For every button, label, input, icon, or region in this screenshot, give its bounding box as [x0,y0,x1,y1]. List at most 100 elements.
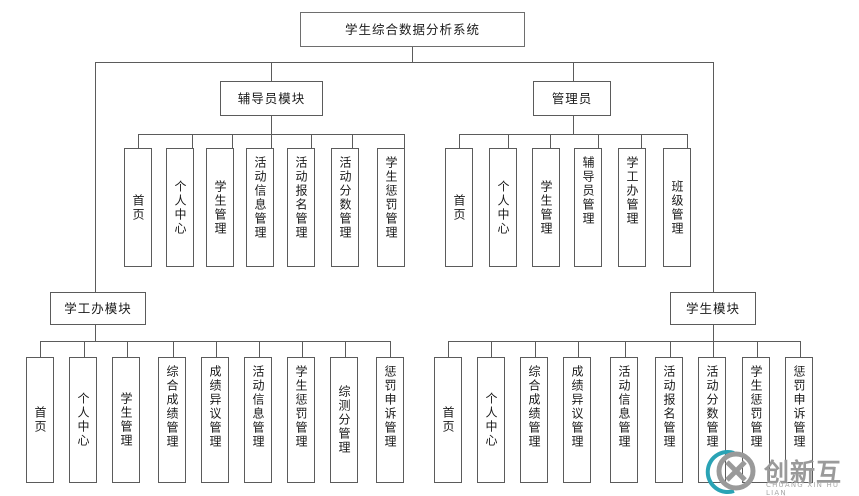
connector-counselor-child-2 [232,134,233,148]
leaf-affairs-0[interactable]: 首页 [26,357,54,483]
leaf-student-0[interactable]: 首页 [434,357,462,483]
leaf-counselor-6-label: 学生惩罚管理 [384,156,398,240]
node-root[interactable]: 学生综合数据分析系统 [300,12,525,47]
leaf-counselor-5[interactable]: 活动分数管理 [331,148,359,267]
connector-affairs-child-3 [173,341,174,357]
leaf-affairs-1-label: 个人中心 [76,392,90,448]
connector-student-child-5 [670,341,671,357]
leaf-admin-0[interactable]: 首页 [445,148,473,267]
connector-counselor-down [271,116,272,134]
leaf-student-6[interactable]: 活动分数管理 [698,357,726,483]
leaf-affairs-8[interactable]: 惩罚申诉管理 [376,357,404,483]
leaf-student-7[interactable]: 学生惩罚管理 [742,357,770,483]
leaf-admin-4[interactable]: 学工办管理 [618,148,646,267]
leaf-affairs-7[interactable]: 综测分管理 [330,357,358,483]
connector-admin-bus [459,134,687,135]
leaf-student-4-label: 活动信息管理 [617,365,631,449]
connector-admin-child-4 [641,134,642,148]
leaf-affairs-2-label: 学生管理 [119,392,133,448]
leaf-admin-3-label: 辅导员管理 [581,156,595,226]
leaf-counselor-0[interactable]: 首页 [124,148,152,267]
leaf-student-8-label: 惩罚申诉管理 [792,365,806,449]
leaf-affairs-0-label: 首页 [33,406,47,434]
leaf-affairs-1[interactable]: 个人中心 [69,357,97,483]
connector-affairs-child-6 [302,341,303,357]
leaf-admin-3[interactable]: 辅导员管理 [574,148,602,267]
leaf-affairs-4[interactable]: 成绩异议管理 [201,357,229,483]
leaf-student-2-label: 综合成绩管理 [527,365,541,449]
connector-top-bus [95,62,714,63]
node-module-counselor-label: 辅导员模块 [237,90,306,106]
leaf-counselor-4[interactable]: 活动报名管理 [287,148,315,267]
node-module-counselor[interactable]: 辅导员模块 [220,81,323,116]
node-module-admin-label: 管理员 [551,90,593,106]
connector-affairs-child-5 [259,341,260,357]
leaf-student-2[interactable]: 综合成绩管理 [520,357,548,483]
node-module-affairs-office[interactable]: 学工办模块 [50,292,146,325]
connector-bus-to-counselor [271,62,272,81]
leaf-admin-1[interactable]: 个人中心 [489,148,517,267]
connector-admin-child-2 [550,134,551,148]
connector-affairs-child-0 [40,341,41,357]
leaf-counselor-0-label: 首页 [131,193,145,222]
leaf-affairs-5[interactable]: 活动信息管理 [244,357,272,483]
watermark-pinyin-text: CHUANG XIN HU LIAN [766,481,840,496]
leaf-student-4[interactable]: 活动信息管理 [610,357,638,483]
leaf-admin-2-label: 学生管理 [539,179,553,236]
leaf-affairs-3-label: 综合成绩管理 [165,365,179,449]
leaf-affairs-4-label: 成绩异议管理 [208,365,222,449]
leaf-student-8[interactable]: 惩罚申诉管理 [785,357,813,483]
connector-counselor-child-3 [271,134,272,148]
leaf-affairs-6-label: 学生惩罚管理 [294,365,308,449]
connector-affairs-bus [40,341,390,342]
connector-affairs-down [95,325,96,341]
leaf-affairs-2[interactable]: 学生管理 [112,357,140,483]
connector-student-child-3 [578,341,579,357]
leaf-counselor-6[interactable]: 学生惩罚管理 [377,148,405,267]
connector-affairs-child-7 [345,341,346,357]
leaf-counselor-3-label: 活动信息管理 [253,156,267,240]
leaf-admin-5[interactable]: 班级管理 [663,148,691,267]
leaf-student-0-label: 首页 [441,406,455,434]
connector-counselor-child-0 [138,134,139,148]
node-module-student[interactable]: 学生模块 [670,292,756,325]
connector-affairs-child-8 [390,341,391,357]
connector-counselor-child-5 [352,134,353,148]
connector-admin-child-0 [459,134,460,148]
connector-student-child-2 [535,341,536,357]
connector-student-bus [448,341,800,342]
node-module-admin[interactable]: 管理员 [533,81,611,116]
connector-student-child-8 [800,341,801,357]
connector-admin-down [573,116,574,134]
leaf-counselor-2-label: 学生管理 [213,179,227,236]
leaf-counselor-4-label: 活动报名管理 [294,156,308,240]
leaf-student-5[interactable]: 活动报名管理 [655,357,683,483]
leaf-admin-1-label: 个人中心 [496,179,510,236]
connector-affairs-child-4 [216,341,217,357]
node-root-label: 学生综合数据分析系统 [344,21,480,37]
leaf-affairs-6[interactable]: 学生惩罚管理 [287,357,315,483]
leaf-counselor-2[interactable]: 学生管理 [206,148,234,267]
connector-student-child-1 [491,341,492,357]
connector-student-down [713,325,714,341]
connector-admin-child-1 [508,134,509,148]
leaf-admin-2[interactable]: 学生管理 [532,148,560,267]
connector-student-child-6 [713,341,714,357]
leaf-affairs-7-label: 综测分管理 [337,385,351,455]
connector-counselor-child-1 [192,134,193,148]
leaf-affairs-8-label: 惩罚申诉管理 [383,365,397,449]
leaf-counselor-1[interactable]: 个人中心 [166,148,194,267]
connector-admin-child-5 [687,134,688,148]
leaf-counselor-3[interactable]: 活动信息管理 [246,148,274,267]
node-module-student-label: 学生模块 [685,300,740,316]
leaf-student-1[interactable]: 个人中心 [477,357,505,483]
leaf-student-1-label: 个人中心 [484,392,498,448]
connector-bus-to-student [713,62,714,292]
leaf-affairs-5-label: 活动信息管理 [251,365,265,449]
leaf-affairs-3[interactable]: 综合成绩管理 [158,357,186,483]
leaf-student-7-label: 学生惩罚管理 [749,365,763,449]
leaf-counselor-5-label: 活动分数管理 [338,156,352,240]
connector-admin-child-3 [598,134,599,148]
leaf-student-3[interactable]: 成绩异议管理 [563,357,591,483]
